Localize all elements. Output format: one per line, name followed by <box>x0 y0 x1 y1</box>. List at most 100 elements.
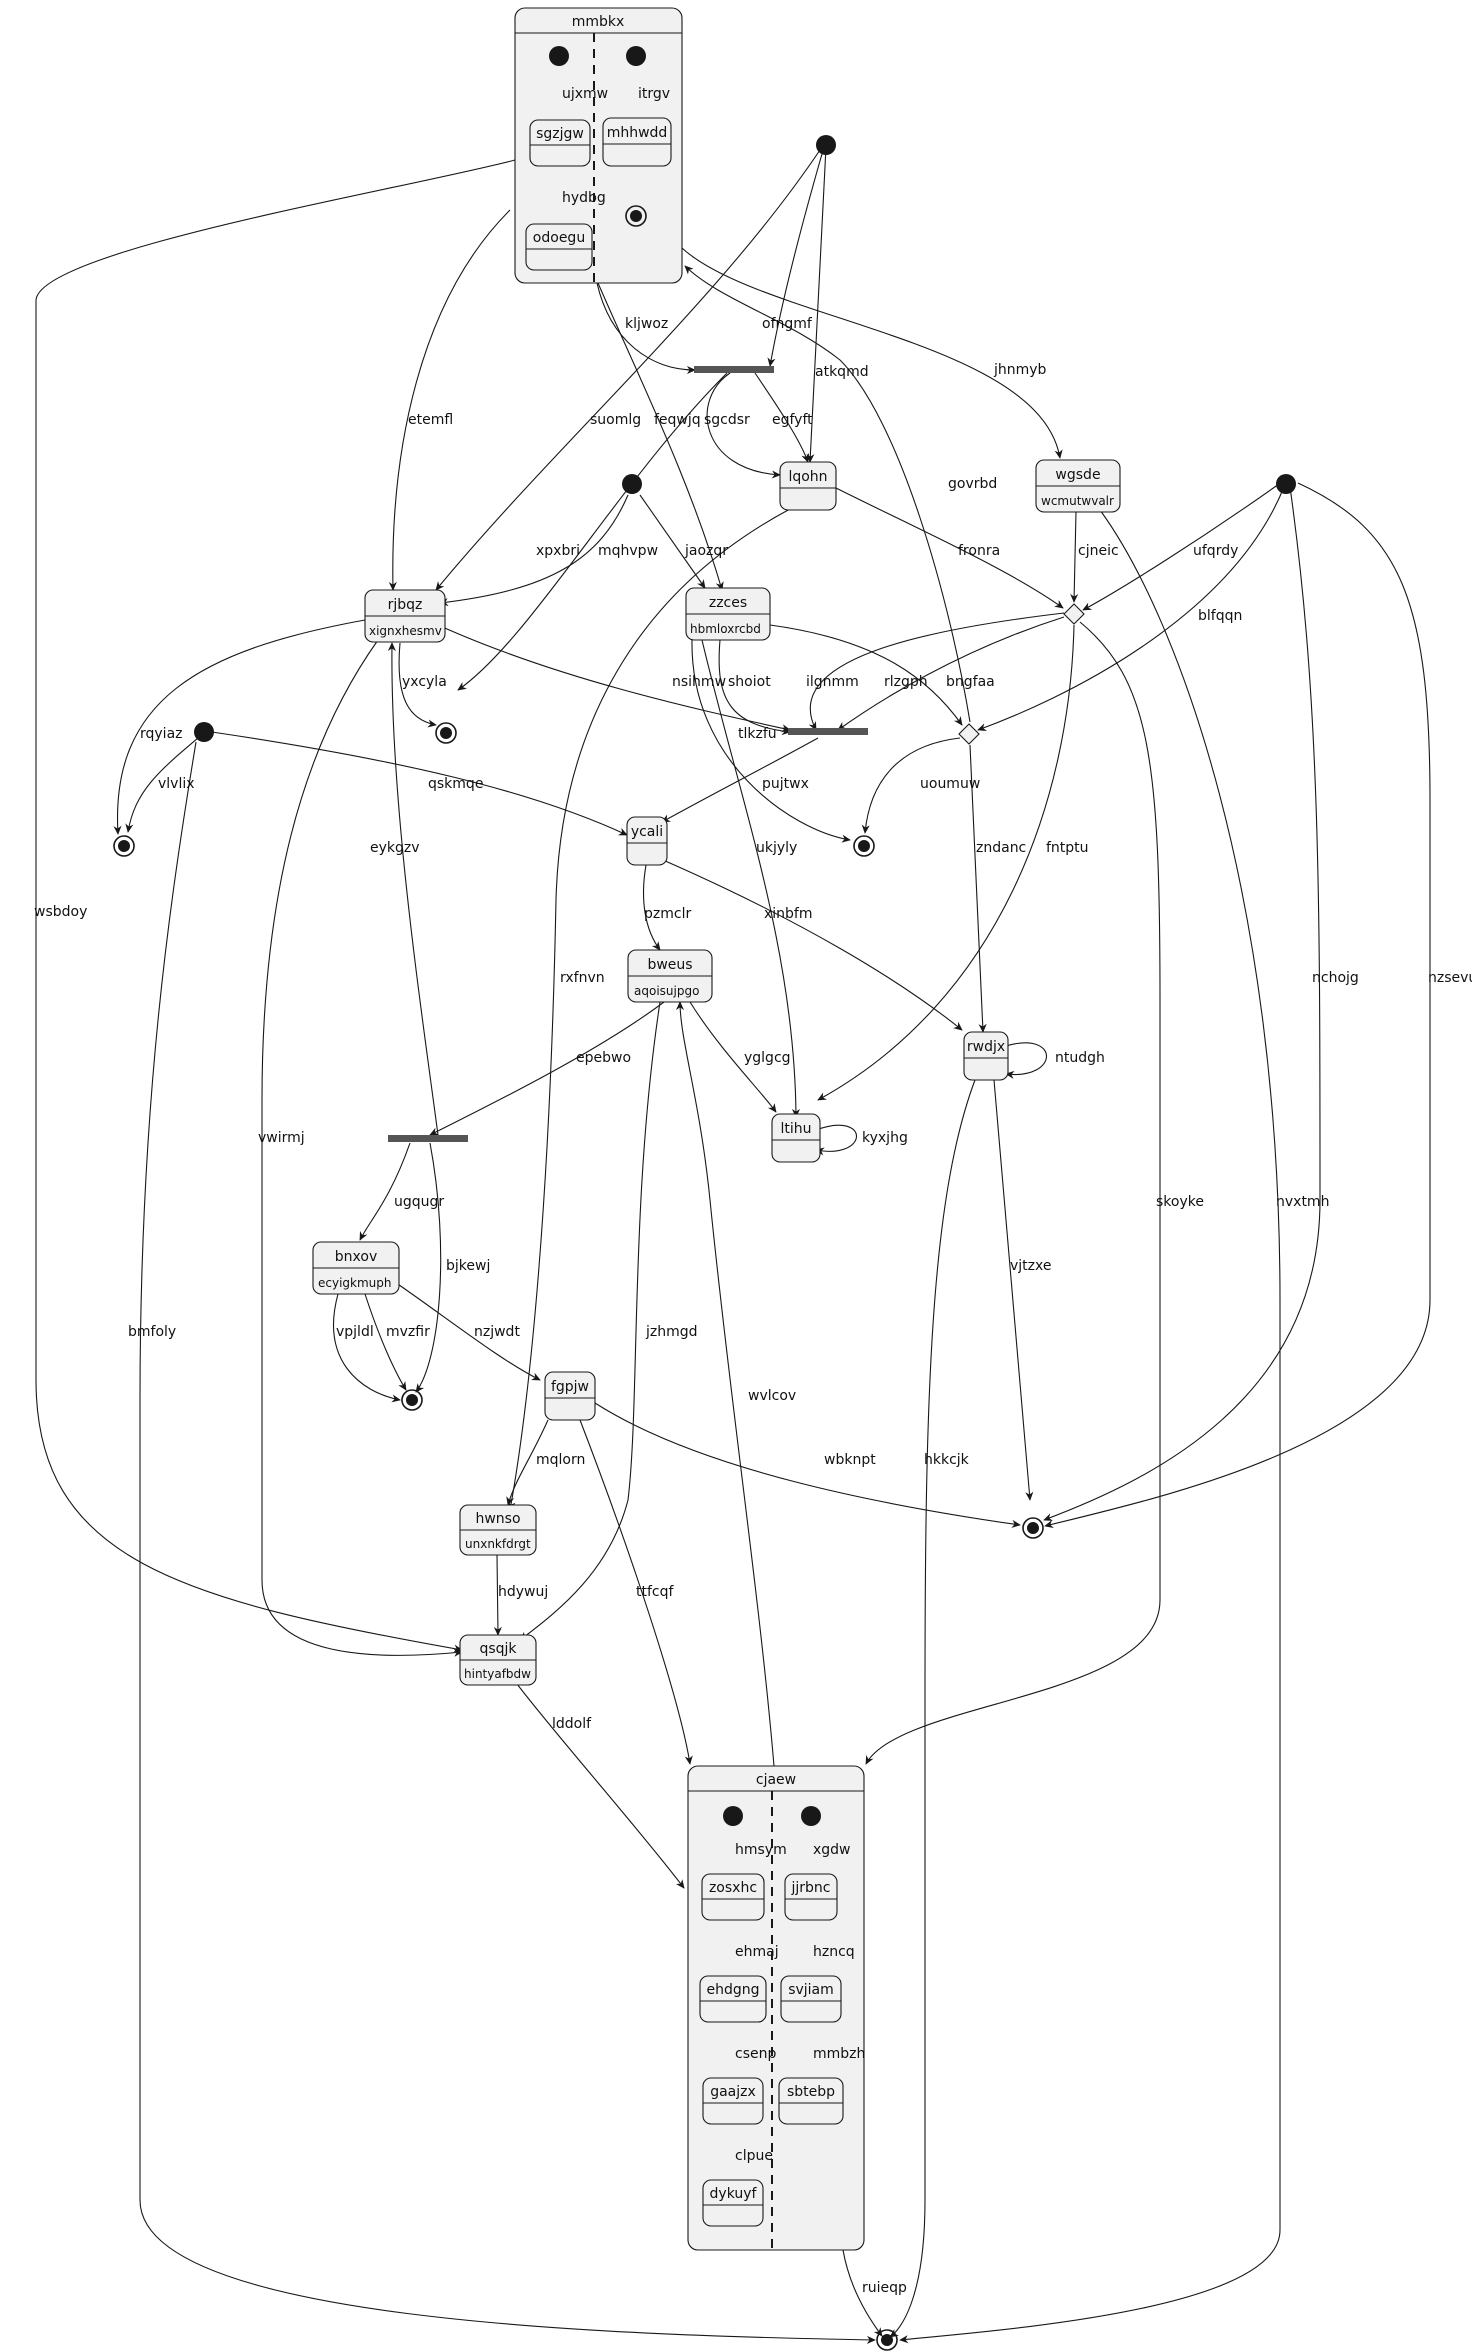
choice-diamond-1[interactable] <box>1063 603 1085 625</box>
state-gaajzx[interactable]: gaajzx <box>702 2077 764 2125</box>
state-qsqjk-desc: hintyafbdw <box>464 1667 531 1681</box>
edge-atkqmd <box>806 146 827 463</box>
edge-mvzfir <box>364 1293 407 1391</box>
state-wgsde[interactable]: wgsde wcmutwvalr <box>1035 459 1121 513</box>
state-iqohn[interactable]: lqohn <box>779 461 837 511</box>
choices <box>958 603 1085 745</box>
edge-label: wbknpt <box>824 1452 876 1468</box>
edge-fronra <box>835 487 1064 609</box>
edge-label: hzncq <box>813 1944 855 1960</box>
edge-vpjldl <box>333 1293 401 1403</box>
edge-yglgcg <box>689 1001 777 1113</box>
state-qsqjk-label: qsqjk <box>479 1641 517 1657</box>
edge-epebwo <box>429 1001 665 1136</box>
initial-node <box>622 474 642 494</box>
edge-label: hdywuj <box>498 1584 548 1600</box>
edge-label: clpue <box>735 2148 773 2164</box>
edge-lddolf <box>516 1683 685 1889</box>
edge-label: rlzgph <box>884 674 928 690</box>
edge-label: epebwo <box>576 1050 631 1066</box>
edge-label: etemfl <box>408 412 453 428</box>
choice-diamond-2[interactable] <box>958 723 980 745</box>
state-bweus[interactable]: bweus aqoisujpgo <box>627 949 713 1003</box>
edge-label: ntudgh <box>1055 1050 1105 1066</box>
state-ycali[interactable]: ycali <box>626 816 668 866</box>
state-rjbqz-label: rjbqz <box>388 597 423 613</box>
state-zosxhc[interactable]: zosxhc <box>701 1873 765 1921</box>
initial-node <box>549 46 569 66</box>
state-odoegu-label: odoegu <box>533 230 585 246</box>
edge-egfyft <box>754 372 810 463</box>
edge-label: rxfnvn <box>560 970 605 986</box>
state-ehdgng-label: ehdgng <box>706 1982 759 1998</box>
edge-zndanc <box>969 744 987 1033</box>
edge-label: xpxbri <box>536 543 580 559</box>
state-wgsde-desc: wcmutwvalr <box>1041 494 1114 508</box>
state-jjrbnc[interactable]: jjrbnc <box>784 1873 838 1921</box>
state-mhhwdd[interactable]: mhhwdd <box>602 117 672 167</box>
edge-label: vwirmj <box>258 1130 305 1146</box>
state-fgpjw-label: fgpjw <box>551 1379 589 1395</box>
state-sbtebp[interactable]: sbtebp <box>778 2077 844 2125</box>
edge-suomlg <box>435 146 823 591</box>
state-dykuyf[interactable]: dykuyf <box>702 2179 764 2227</box>
edge-rxfnvn <box>507 508 791 1511</box>
edge-label: jaozqr <box>684 543 728 559</box>
edge-label: feqwjq <box>654 412 701 428</box>
state-rwdjx[interactable]: rwdjx <box>963 1031 1009 1081</box>
edge-nvxtmh <box>899 509 1281 2344</box>
edge-label: nzsevu <box>1428 970 1472 986</box>
edge-kljwoz <box>596 282 696 375</box>
edge-govrbd <box>684 265 971 723</box>
state-ltihu[interactable]: ltihu <box>771 1113 821 1163</box>
edge-label: cjneic <box>1078 543 1119 559</box>
state-fgpjw[interactable]: fgpjw <box>544 1371 596 1421</box>
state-ycali-label: ycali <box>631 824 663 840</box>
state-gaajzx-label: gaajzx <box>710 2084 756 2100</box>
edge-yxcyla <box>398 642 437 728</box>
initial-node <box>194 722 214 742</box>
fork-bar-top <box>694 366 774 373</box>
edges <box>35 66 1431 2344</box>
edge-join1-final <box>457 372 728 691</box>
edge-label: ilgnmm <box>806 674 859 690</box>
edge-label: bjkewj <box>446 1258 490 1274</box>
edge-rlzgph <box>837 616 1065 731</box>
state-sgzjgw[interactable]: sgzjgw <box>529 119 591 167</box>
state-wgsde-label: wgsde <box>1055 467 1100 483</box>
edge-wbknpt <box>594 1402 1021 1528</box>
state-ltihu-label: ltihu <box>780 1121 811 1137</box>
edge-etemfl <box>388 209 511 591</box>
edge-label: lddolf <box>552 1716 592 1732</box>
edge-label: hkkcjk <box>924 1452 970 1468</box>
state-odoegu[interactable]: odoegu <box>525 223 593 271</box>
state-mhhwdd-label: mhhwdd <box>607 125 668 141</box>
final-node <box>876 2329 898 2351</box>
state-hwnso-desc: unxnkfdrgt <box>465 1537 531 1551</box>
edge-label: suomlg <box>590 412 641 428</box>
edge-nzsevu <box>1044 482 1431 1528</box>
state-zzces-label: zzces <box>709 595 747 611</box>
state-bnxov[interactable]: bnxov ecyigkmuph <box>312 1241 400 1295</box>
edge-sgcdsr <box>706 372 781 479</box>
states: sgzjgw odoegu mhhwdd lqohn wgsde wcmutwv… <box>312 117 1121 2227</box>
state-rjbqz-desc: xignxhesmv <box>369 624 442 638</box>
state-bnxov-label: bnxov <box>335 1249 377 1265</box>
state-qsqjk[interactable]: qsqjk hintyafbdw <box>459 1634 537 1686</box>
state-zzces-desc: hbmloxrcbd <box>690 622 761 636</box>
edge-fntptu <box>817 624 1075 1101</box>
edge-label: mvzfir <box>386 1324 430 1340</box>
edge-label: mqlorn <box>536 1452 585 1468</box>
edge-label: yxcyla <box>402 674 447 690</box>
final-node <box>113 835 135 857</box>
state-hwnso[interactable]: hwnso unxnkfdrgt <box>459 1504 537 1556</box>
state-zzces[interactable]: zzces hbmloxrcbd <box>685 587 771 641</box>
state-ehdgng[interactable]: ehdgng <box>699 1975 767 2023</box>
edge-label: nsihmw <box>672 674 726 690</box>
state-svjiam[interactable]: svjiam <box>780 1975 842 2023</box>
initial-node <box>626 46 646 66</box>
edge-jaozqr <box>639 494 706 589</box>
state-rjbqz[interactable]: rjbqz xignxhesmv <box>364 589 446 643</box>
edge-nchojg <box>1043 486 1321 1521</box>
